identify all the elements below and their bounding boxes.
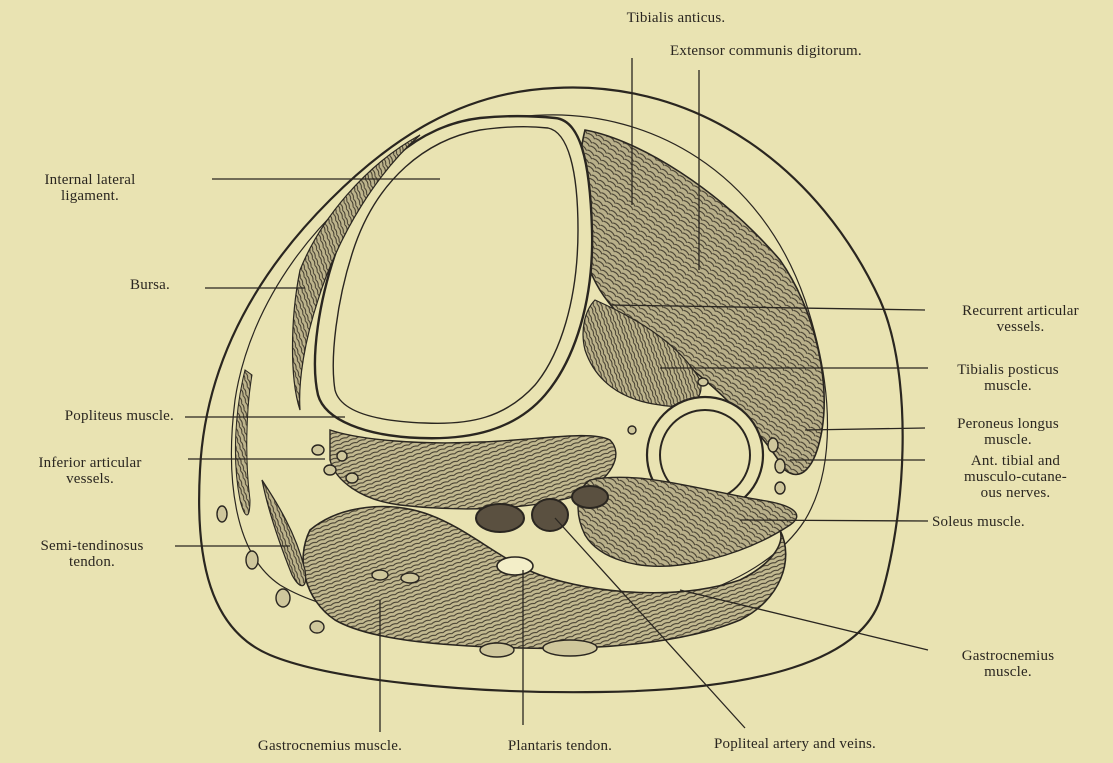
label-tibialis-anticus: Tibialis anticus. xyxy=(596,10,756,26)
semi-tendinosus-shape xyxy=(262,480,306,586)
label-recurrent-articular-vessels: Recurrent articular vessels. xyxy=(928,303,1113,335)
soleus-muscle-shape xyxy=(578,477,797,566)
skin-fold-left xyxy=(235,370,252,515)
label-gastrocnemius-muscle-bottom: Gastrocnemius muscle. xyxy=(210,738,450,754)
label-popliteus-muscle: Popliteus muscle. xyxy=(0,408,174,424)
label-semi-tendinosus-tendon: Semi-tendinosus tendon. xyxy=(12,538,172,570)
tibia-outline xyxy=(315,116,592,438)
label-bursa: Bursa. xyxy=(70,277,170,293)
label-extensor-communis: Extensor communis digitorum. xyxy=(670,43,970,59)
plantaris-tendon-shape xyxy=(497,557,533,575)
label-inferior-articular-vessels: Inferior articular vessels. xyxy=(10,455,170,487)
label-tibialis-posticus: Tibialis posticus muscle. xyxy=(928,362,1088,394)
label-internal-lateral-ligament: Internal lateral ligament. xyxy=(10,172,170,204)
label-plantaris-tendon: Plantaris tendon. xyxy=(475,738,645,754)
label-soleus-muscle: Soleus muscle. xyxy=(932,514,1092,530)
popliteal-vein-2 xyxy=(572,486,608,508)
label-peroneus-longus: Peroneus longus muscle. xyxy=(928,416,1088,448)
label-gastrocnemius-muscle-right: Gastrocnemius muscle. xyxy=(928,648,1088,680)
popliteal-vein-1 xyxy=(476,504,524,532)
label-ant-tibial-nerves: Ant. tibial and musculo-cutane- ous nerv… xyxy=(928,453,1103,501)
label-popliteal-artery-veins: Popliteal artery and veins. xyxy=(675,736,915,752)
